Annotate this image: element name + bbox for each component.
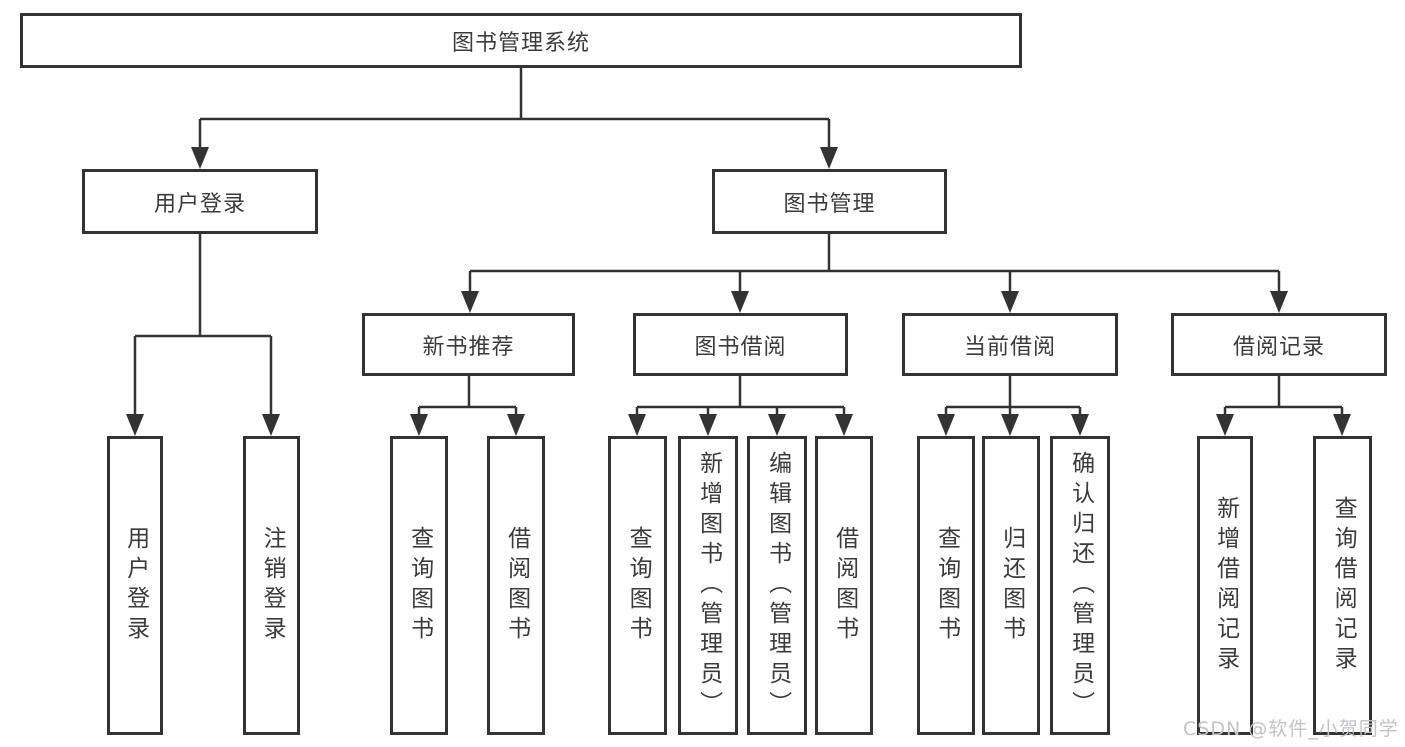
leaf-label: 查询图书 xyxy=(406,525,433,646)
leaf-return-books: 归还图书 xyxy=(982,436,1040,735)
leaf-label: 查询图书 xyxy=(933,525,960,646)
leaf-label: 用户登录 xyxy=(122,525,149,646)
node-label: 当前借阅 xyxy=(963,334,1056,360)
leaf-borrow-books-recommend: 借阅图书 xyxy=(487,436,545,735)
leaf-add-books-admin: 新增图书（管理员） xyxy=(678,436,738,735)
leaf-borrow-books: 借阅图书 xyxy=(815,436,873,735)
leaf-query-borrow-record: 查询借阅记录 xyxy=(1313,436,1372,735)
leaf-label: 确认归还（管理员） xyxy=(1067,450,1094,721)
node-label: 图书管理 xyxy=(783,191,876,217)
node-label: 图书借阅 xyxy=(694,334,787,360)
leaf-edit-books-admin: 编辑图书（管理员） xyxy=(747,436,807,735)
node-label: 新书推荐 xyxy=(422,334,515,360)
leaf-add-borrow-record: 新增借阅记录 xyxy=(1197,436,1253,735)
node-label: 图书管理系统 xyxy=(451,30,590,56)
leaf-logout: 注销登录 xyxy=(243,436,300,735)
leaf-query-books-borrow: 查询图书 xyxy=(608,436,667,735)
leaf-label: 借阅图书 xyxy=(503,525,530,646)
leaf-query-books-current: 查询图书 xyxy=(917,436,975,735)
node-current-borrow: 当前借阅 xyxy=(902,313,1118,376)
node-book-borrow: 图书借阅 xyxy=(633,313,848,376)
node-user-login: 用户登录 xyxy=(82,169,318,234)
leaf-user-login: 用户登录 xyxy=(107,436,163,735)
leaf-query-books-recommend: 查询图书 xyxy=(390,436,448,735)
node-library-management-system: 图书管理系统 xyxy=(20,13,1022,68)
leaf-label: 编辑图书（管理员） xyxy=(764,450,791,721)
leaf-label: 查询图书 xyxy=(625,525,652,646)
leaf-label: 新增图书（管理员） xyxy=(695,450,722,721)
leaf-label: 注销登录 xyxy=(259,525,286,646)
node-book-management: 图书管理 xyxy=(712,169,947,234)
leaf-label: 借阅图书 xyxy=(831,525,858,646)
leaf-label: 新增借阅记录 xyxy=(1212,495,1239,676)
node-borrow-records: 借阅记录 xyxy=(1171,313,1387,376)
csdn-watermark: CSDN @软件_小贺同学 xyxy=(1183,718,1399,740)
leaf-label: 归还图书 xyxy=(998,525,1025,646)
node-label: 借阅记录 xyxy=(1232,334,1325,360)
leaf-confirm-return-admin: 确认归还（管理员） xyxy=(1050,436,1110,735)
node-new-book-recommend: 新书推荐 xyxy=(362,313,575,376)
node-label: 用户登录 xyxy=(153,191,246,217)
leaf-label: 查询借阅记录 xyxy=(1330,495,1357,676)
